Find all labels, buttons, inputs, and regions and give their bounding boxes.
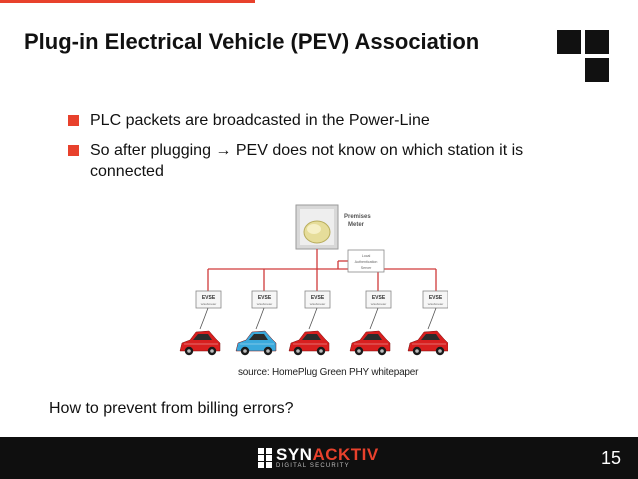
evse-label: EVSE xyxy=(258,295,272,301)
premises-meter-icon xyxy=(295,204,339,250)
logo-accent: ACKTIV xyxy=(312,445,379,464)
bullet-text: So after plugging → PEV does not know on… xyxy=(90,142,524,180)
bullet-text: PLC packets are broadcasted in the Power… xyxy=(90,112,430,129)
evse-sublabel: w/submeter xyxy=(201,302,217,306)
meter-label: Premises xyxy=(344,214,371,220)
evse-sublabel: w/submeter xyxy=(257,302,273,306)
image-source-caption: source: HomePlug Green PHY whitepaper xyxy=(238,367,419,378)
bullet-list: PLC packets are broadcasted in the Power… xyxy=(68,110,598,191)
server-label: Authentication xyxy=(355,260,378,264)
synacktiv-logo: SYNACKTIV DIGITAL SECURITY xyxy=(258,445,379,471)
corner-square xyxy=(557,30,581,54)
evse-sublabel: w/submeter xyxy=(371,302,387,306)
logo-main-text: SYNACKTIV xyxy=(276,446,379,463)
logo-mark-icon xyxy=(258,448,272,468)
cars-group xyxy=(179,330,448,356)
bullet-item: So after plugging → PEV does not know on… xyxy=(68,140,598,182)
server-label: Server xyxy=(361,266,372,270)
slide-title: Plug-in Electrical Vehicle (PEV) Associa… xyxy=(24,29,480,54)
evse-label: EVSE xyxy=(202,295,216,301)
car-icon xyxy=(288,330,330,356)
corner-squares-decoration xyxy=(557,30,609,82)
bullet-item: PLC packets are broadcasted in the Power… xyxy=(68,110,598,131)
evse-label: EVSE xyxy=(429,295,443,301)
evse-sublabel: w/submeter xyxy=(310,302,326,306)
network-diagram: Premises Meter Local Authentication Serv… xyxy=(179,204,448,356)
page-number: 15 xyxy=(600,448,621,468)
evse-station: EVSE w/submeter xyxy=(251,290,278,309)
evse-station: EVSE w/submeter xyxy=(422,290,448,309)
charging-cable xyxy=(199,307,437,330)
meter-label: Meter xyxy=(348,222,365,228)
evse-sublabel: w/submeter xyxy=(428,302,444,306)
bullet-square-icon xyxy=(68,145,79,156)
evse-station: EVSE w/submeter xyxy=(195,290,222,309)
evse-label: EVSE xyxy=(372,295,386,301)
bullet-square-icon xyxy=(68,115,79,126)
question-text: How to prevent from billing errors? xyxy=(49,400,294,417)
car-icon xyxy=(349,330,391,356)
power-line xyxy=(207,249,437,291)
server-label: Local xyxy=(362,254,371,258)
corner-square xyxy=(585,30,609,54)
car-icon xyxy=(179,330,221,356)
evse-station: EVSE w/submeter xyxy=(365,290,392,309)
car-icon xyxy=(235,330,277,356)
car-icon xyxy=(407,330,448,356)
footer-bar: SYNACKTIV DIGITAL SECURITY 15 xyxy=(0,437,638,479)
authentication-server-box: Local Authentication Server xyxy=(347,249,385,273)
top-accent-line xyxy=(0,0,255,3)
evse-station: EVSE w/submeter xyxy=(304,290,331,309)
corner-square xyxy=(585,58,609,82)
logo-wordmark: SYNACKTIV DIGITAL SECURITY xyxy=(276,446,379,470)
logo-subtitle: DIGITAL SECURITY xyxy=(276,463,350,469)
logo-prefix: SYN xyxy=(276,445,313,464)
evse-label: EVSE xyxy=(311,295,325,301)
